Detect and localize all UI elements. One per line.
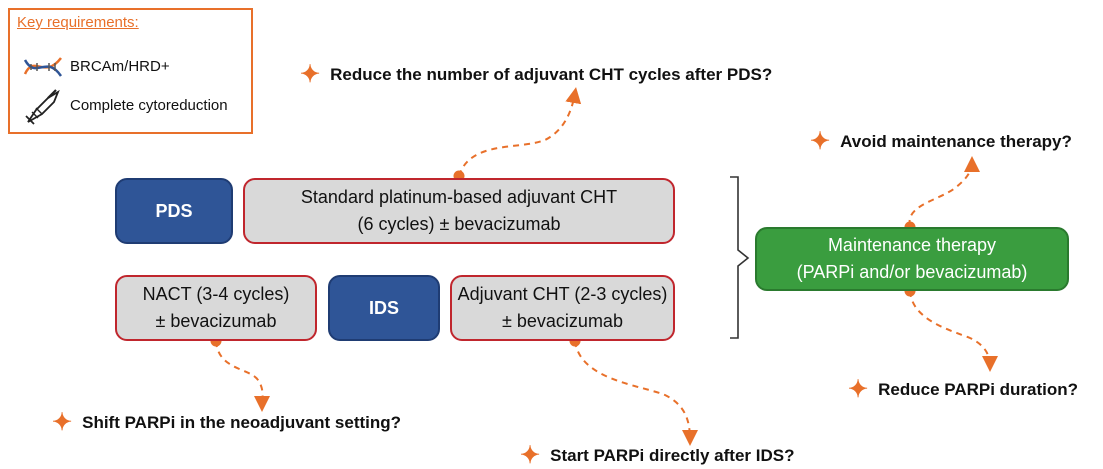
star-icon: ✦ bbox=[52, 409, 73, 436]
key-item-cytoreduction: Complete cytoreduction bbox=[70, 97, 228, 114]
standard-cht-box: Standard platinum-based adjuvant CHT (6 … bbox=[243, 178, 675, 244]
scalpel-hand-icon bbox=[25, 89, 60, 125]
maintenance-box: Maintenance therapy (PARPi and/or bevaci… bbox=[755, 227, 1069, 291]
adjuvant-cht-box: Adjuvant CHT (2-3 cycles) ± bevacizumab bbox=[450, 275, 675, 341]
nact-line2: ± bevacizumab bbox=[155, 311, 277, 331]
maintenance-line1: Maintenance therapy bbox=[827, 235, 997, 255]
nact-line1: NACT (3-4 cycles) bbox=[142, 284, 290, 304]
standard-cht-line2: (6 cycles) ± bevacizumab bbox=[357, 214, 561, 234]
nact-box: NACT (3-4 cycles) ± bevacizumab bbox=[115, 275, 317, 341]
star-icon: ✦ bbox=[300, 61, 321, 88]
standard-cht-line1: Standard platinum-based adjuvant CHT bbox=[300, 187, 618, 207]
question-reduce-cycles: ✦ Reduce the number of adjuvant CHT cycl… bbox=[300, 61, 773, 88]
pds-box: PDS bbox=[115, 178, 233, 244]
question-start-parpi: ✦ Start PARPi directly after IDS? bbox=[520, 442, 795, 469]
question-shift-parpi: ✦ Shift PARPi in the neoadjuvant setting… bbox=[52, 409, 402, 436]
adjuvant-cht-line1: Adjuvant CHT (2-3 cycles) bbox=[457, 284, 668, 304]
question-avoid-maintenance: ✦ Avoid maintenance therapy? bbox=[810, 128, 1072, 155]
star-icon: ✦ bbox=[810, 128, 831, 155]
dna-icon bbox=[23, 57, 63, 77]
star-icon: ✦ bbox=[520, 442, 541, 469]
key-requirements-title: Key requirements: bbox=[17, 14, 139, 31]
maintenance-line2: (PARPi and/or bevacizumab) bbox=[796, 262, 1028, 282]
star-icon: ✦ bbox=[848, 376, 869, 403]
ids-box: IDS bbox=[328, 275, 440, 341]
adjuvant-cht-line2: ± bevacizumab bbox=[502, 311, 623, 331]
key-item-brca: BRCAm/HRD+ bbox=[70, 58, 170, 75]
grouping-bracket bbox=[730, 176, 750, 339]
question-reduce-parpi: ✦ Reduce PARPi duration? bbox=[848, 376, 1079, 403]
